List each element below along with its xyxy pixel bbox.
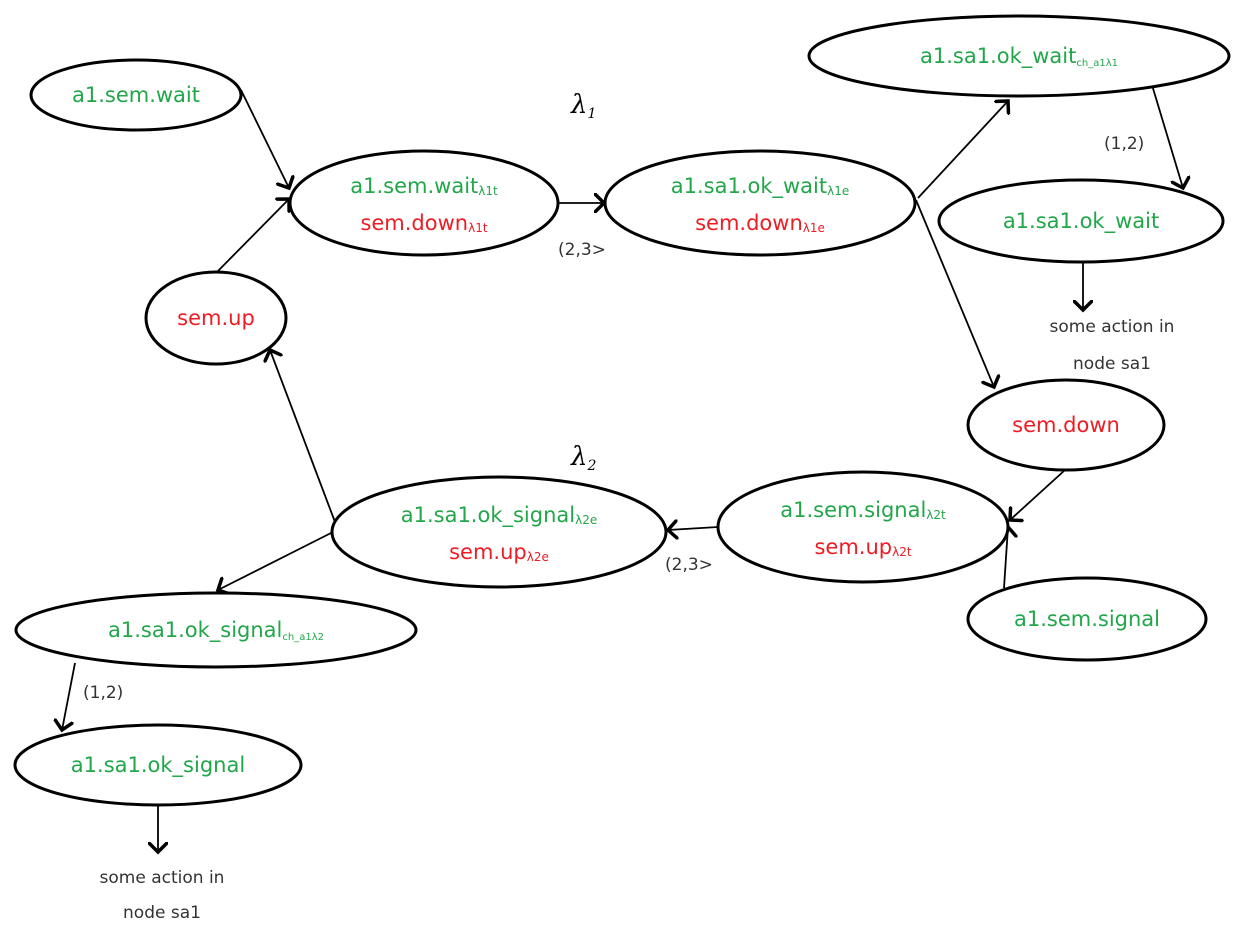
node-label: a1.sa1.ok_wait (1003, 209, 1159, 234)
node-signal-l2t: a1.sem.signalλ2t sem.upλ2t (716, 470, 1010, 584)
node-ok-signal-l2e: a1.sa1.ok_signalλ2e sem.upλ2e (330, 475, 668, 589)
node-label-line1: a1.sem.waitλ1t (350, 174, 498, 198)
node-ok-wait-ch: a1.sa1.ok_waitch_a1λ1 (807, 14, 1231, 98)
node-label: a1.sem.signal (1014, 607, 1160, 631)
node-label-line2: sem.downλ1e (695, 211, 825, 235)
edge-ok-wait-l1e-to-sem-down (915, 199, 994, 387)
node-label-line2: sem.downλ1t (360, 211, 487, 235)
node-label: a1.sa1.ok_signal (71, 753, 245, 778)
interval-label-right: (1,2) (1104, 134, 1144, 154)
node-label: sem.up (177, 306, 255, 330)
node-label-line1: a1.sem.signalλ2t (780, 498, 946, 522)
node-label: a1.sem.wait (72, 83, 200, 107)
edge-ok-signal-l2e-to-sem-up (270, 350, 336, 523)
edge-sem-wait-to-wait-l1t (240, 89, 289, 188)
edge-sem-up-to-wait-l1t (216, 199, 289, 273)
edge-sem-signal-to-signal-l2t (1004, 527, 1008, 589)
interval-label-bottom: (2,3> (665, 555, 713, 575)
node-sem-up: sem.up (144, 270, 288, 366)
edge-ok-signal-ch-to-ok-signal (62, 662, 76, 730)
node-ok-signal: a1.sa1.ok_signal (13, 723, 303, 807)
node-a1-sem-signal: a1.sem.signal (966, 576, 1208, 662)
interval-label-top: (2,3> (558, 240, 606, 260)
note-right-line1: some action in (1050, 317, 1175, 337)
edge-ok-wait-l1e-to-ok-wait-ch (917, 101, 1008, 199)
node-a1-sem-wait: a1.sem.wait (29, 58, 243, 132)
node-label-line1: a1.sa1.ok_waitλ1e (671, 174, 850, 199)
node-label-line2: sem.upλ2e (449, 540, 549, 564)
node-wait-l1t: a1.sem.waitλ1t sem.downλ1t (288, 149, 560, 257)
node-ok-wait: a1.sa1.ok_wait (937, 178, 1225, 264)
node-label: a1.sa1.ok_signalch_a1λ2 (108, 618, 324, 643)
edge-ok-wait-ch-to-ok-wait (1151, 84, 1183, 188)
note-left-line1: some action in (100, 868, 225, 888)
node-label-line2: sem.upλ2t (814, 535, 911, 559)
edge-signal-l2t-to-ok-signal-l2e (668, 527, 719, 530)
node-label-line1: a1.sa1.ok_signalλ2e (401, 503, 598, 528)
node-label: a1.sa1.ok_waitch_a1λ1 (920, 44, 1118, 69)
node-sem-down: sem.down (966, 378, 1166, 472)
lambda-1-label: λ1 (570, 90, 596, 122)
node-ok-signal-ch: a1.sa1.ok_signalch_a1λ2 (14, 591, 418, 669)
edge-ok-signal-l2e-to-ok-signal-ch (218, 531, 334, 590)
interval-label-left: (1,2) (83, 683, 123, 703)
edge-sem-down-to-signal-l2t (1010, 469, 1066, 520)
node-label: sem.down (1012, 413, 1120, 437)
lambda-2-label: λ2 (570, 442, 596, 474)
note-right-line2: node sa1 (1073, 354, 1151, 374)
node-ok-wait-l1e: a1.sa1.ok_waitλ1e sem.downλ1e (603, 149, 917, 257)
note-left-line2: node sa1 (123, 903, 201, 923)
edges (62, 84, 1183, 852)
